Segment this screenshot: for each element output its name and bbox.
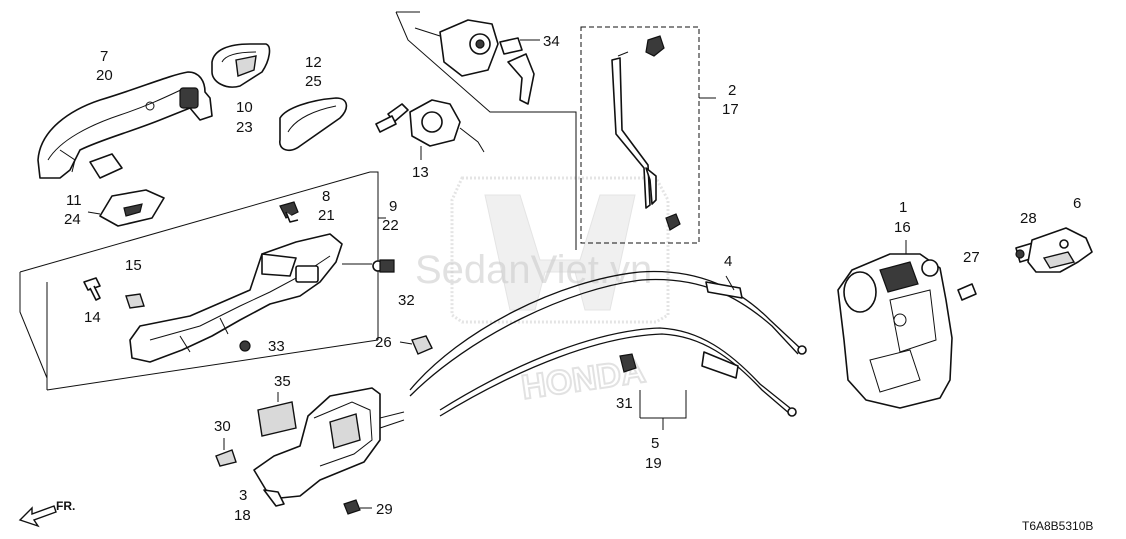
watermark: SedanViet.vn HONDA [415,176,670,408]
callout-16: 16 [894,219,911,236]
nut-15 [125,293,145,309]
callout-9: 9 [389,198,397,215]
callout-12: 12 [305,54,322,71]
callout-10: 10 [236,99,253,116]
callout-13: 13 [412,164,429,181]
screw-32 [372,259,395,273]
callout-29: 29 [376,501,393,518]
screw-8 [279,201,299,223]
callout-28: 28 [1020,210,1037,227]
callout-11: 11 [66,192,82,209]
callout-17: 17 [722,101,739,118]
callout-21: 21 [318,207,335,224]
callout-2: 2 [728,82,736,99]
callout-19: 19 [645,455,662,472]
handle-protector [279,97,348,152]
bolt-14 [83,277,101,301]
rubber-35 [257,392,297,437]
callout-33: 33 [268,338,285,355]
callout-23: 23 [236,119,253,136]
diagram-code: T6A8B5310B [1022,519,1093,533]
callout-20: 20 [96,67,113,84]
watermark-text: SedanViet.vn [415,248,652,292]
callout-4: 4 [724,253,732,270]
callout-35: 35 [274,373,291,390]
callout-26: 26 [375,334,392,351]
inner-door-handle [253,387,405,507]
callout-27: 27 [963,249,980,266]
direction-arrow-icon [18,505,57,528]
nut-33 [239,340,251,352]
door-cables [409,270,807,430]
callout-18: 18 [234,507,251,524]
callout-24: 24 [64,211,81,228]
clip-30 [215,438,237,467]
callout-8: 8 [322,188,330,205]
handle-base-bracket [129,233,372,363]
callout-32: 32 [398,292,415,309]
callout-5: 5 [651,435,659,452]
callout-3: 3 [239,487,247,504]
clip-26 [399,335,433,355]
callout-7: 7 [100,48,108,65]
handle-seal [87,189,165,227]
striker-6 [1027,227,1093,273]
door-lock-cylinder [375,99,485,160]
callout-31: 31 [616,395,633,412]
callout-1: 1 [899,199,907,216]
callout-labels: 7 20 10 23 12 25 34 2 17 13 11 24 8 21 9… [64,33,1081,524]
callout-22: 22 [382,217,399,234]
direction-label: FR. [56,499,75,513]
callout-14: 14 [84,309,101,326]
clip-31 [619,353,637,373]
callout-25: 25 [305,73,322,90]
callout-6: 6 [1073,195,1081,212]
bolt-27 [957,283,977,301]
front-direction-indicator: FR. [18,499,75,528]
handle-cover [211,43,271,88]
handle-base-frame [19,171,386,391]
callout-30: 30 [214,418,231,435]
screw-29 [343,499,372,515]
outer-door-handle [37,71,213,179]
callout-15: 15 [125,257,142,274]
key-cylinder-group [395,11,577,250]
honda-h-logo-watermark [450,176,670,324]
lock-rod-frame [580,26,716,244]
callout-34: 34 [543,33,560,50]
door-lock-actuator [837,240,953,409]
